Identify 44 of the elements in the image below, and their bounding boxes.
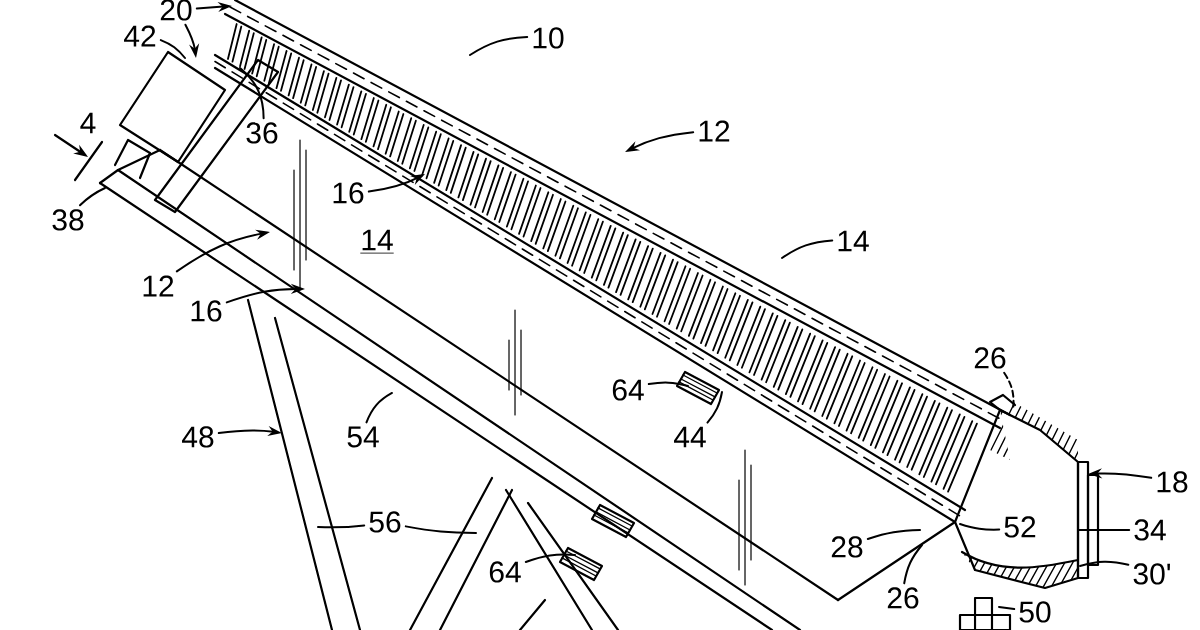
leader-line	[469, 36, 529, 56]
leader-line	[1077, 529, 1131, 531]
callout-number: 12	[143, 275, 174, 297]
leader-line	[159, 39, 186, 59]
callout-number: 16	[333, 182, 364, 204]
part-number: 14	[359, 229, 395, 254]
callout-number: 50	[1019, 601, 1051, 623]
callout-number: 48	[182, 426, 214, 448]
leader-line	[959, 523, 1001, 531]
leader-line	[1003, 371, 1015, 411]
leader-line	[903, 544, 923, 585]
leader-line	[239, 67, 265, 120]
callout-number: 30'	[1133, 563, 1170, 585]
callout-number: 10	[533, 27, 564, 49]
leader-line	[781, 239, 834, 259]
callout-number: 52	[1004, 516, 1036, 538]
leader-line	[647, 381, 689, 387]
callout-number: 16	[191, 300, 222, 322]
leader-line	[998, 606, 1016, 611]
callout-number: 18	[1157, 471, 1188, 493]
callout-number: 14	[838, 230, 869, 252]
callout-number: 42	[124, 25, 156, 47]
leader-line	[365, 392, 393, 424]
callout-number: 12	[699, 120, 730, 142]
callout-number: 38	[52, 209, 84, 231]
leader-line	[524, 553, 576, 563]
leader-line	[79, 187, 106, 207]
callout-number: 28	[831, 536, 863, 558]
leader-line	[1079, 560, 1130, 567]
callout-number: 36	[246, 122, 278, 144]
callout-number: 64	[489, 561, 521, 583]
callout-number: 54	[347, 426, 379, 448]
callout-number: 26	[974, 347, 1006, 369]
callout-number: 64	[612, 379, 644, 401]
leader-line	[706, 391, 723, 424]
callout-number: 56	[369, 511, 401, 533]
callout-number: 34	[1134, 519, 1166, 541]
section-number: 4	[80, 112, 96, 134]
leader-line	[866, 529, 921, 540]
callout-number: 26	[887, 587, 919, 609]
callout-number: 20	[160, 0, 192, 21]
leader-line	[404, 525, 477, 534]
leader-line	[317, 524, 366, 529]
callout-number: 44	[674, 426, 706, 448]
